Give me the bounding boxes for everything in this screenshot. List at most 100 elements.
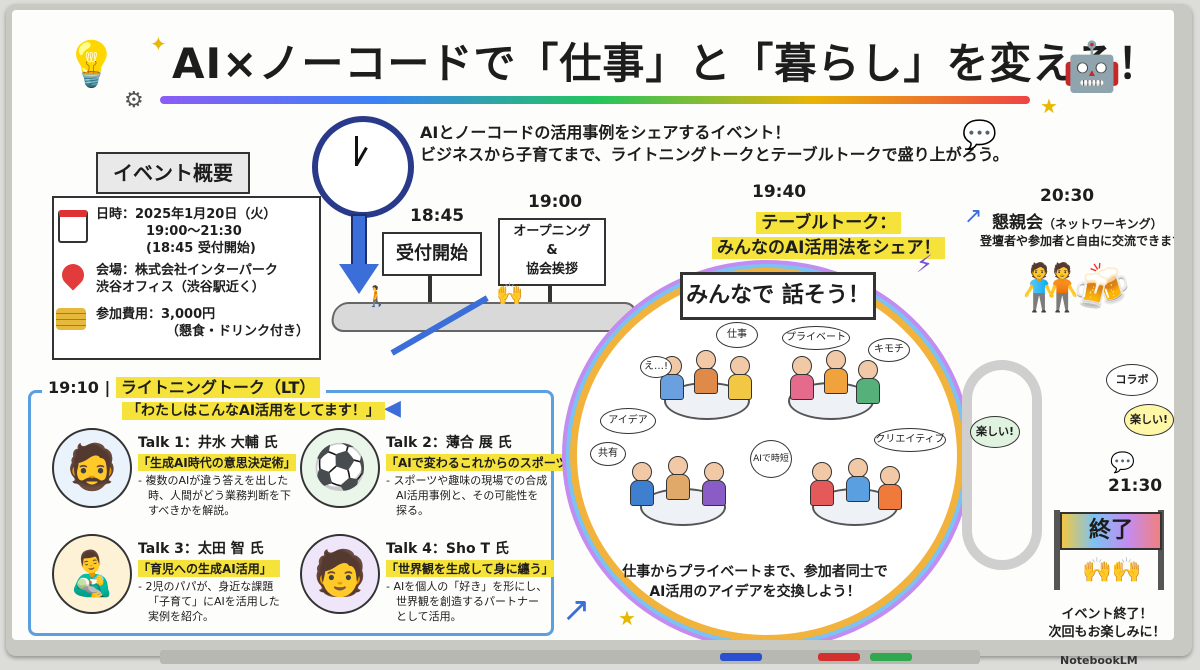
talk-2: Talk 2：薄合 展 氏 「AIで変わるこれからのスポーツ」 - スポーツや趣… (386, 432, 580, 518)
speech-bubble: クリエイティブ (874, 428, 946, 452)
table-talk-time: 19:40 (752, 182, 807, 202)
participant-body (856, 378, 880, 404)
talk-4-speaker: Talk 4：Sho T 氏 (386, 541, 509, 557)
overview-heading: イベント概要 (96, 152, 250, 194)
clock-icon (312, 116, 414, 218)
talk-1-theme: 「生成AI時代の意思決定術」 (138, 454, 296, 471)
participant-head (704, 462, 724, 482)
celebrating-people-icon: 🙌🙌 (1082, 556, 1142, 584)
table-talk-subtitle: みんなのAI活用法をシェア！ (712, 237, 946, 259)
date-info: 日時：2025年1月20日（火） 19:00〜21:30 (18:45 受付開始… (96, 206, 276, 257)
person-walking-icon: 🚶 (364, 284, 389, 308)
networking-time: 20:30 (1040, 186, 1095, 206)
lt-tagline: 「わたしはこんなAI活用をしてます！」 (122, 402, 385, 420)
talk-2-desc: 探る。 (396, 504, 429, 517)
networking-title: 懇親会（ネットワーキング） (992, 208, 1163, 233)
participant-body (666, 474, 690, 500)
networking-people-illustration: 🧑‍🤝‍🧑🍻 (1022, 260, 1131, 314)
finish-gate: 終了 🙌🙌 (1054, 510, 1164, 590)
chat-bubble: 楽しい! (970, 416, 1020, 448)
lt-heading: 19:10 | ライトニングトーク（LT） (42, 374, 327, 398)
green-marker (870, 653, 912, 661)
star-icon: ★ (618, 606, 636, 630)
timeline-road (962, 360, 1042, 570)
talk-2-desc: - スポーツや趣味の現場での合成 (386, 474, 548, 487)
participant-body (630, 480, 654, 506)
description-line-1: AIとノーコードの活用事例をシェアするイベント！ (420, 123, 791, 142)
talk-1-desc: - 複数のAIが違う答えを出した (138, 474, 289, 487)
opening-time: 19:00 (528, 192, 583, 212)
notebooklm-watermark: NotebookLM (1060, 654, 1138, 667)
speaker-4-avatar: 🧑 (300, 534, 380, 614)
talk-1: Talk 1：井水 大輔 氏 「生成AI時代の意思決定術」 - 複数のAIが違う… (138, 432, 296, 518)
opening-label: オープニング (513, 224, 591, 239)
date-line: 日時：2025年1月20日（火） (96, 207, 277, 222)
talk-4-desc: - AIを個人の「好き」を形にし、 (386, 580, 548, 593)
participant-head (632, 462, 652, 482)
speaker-icon: 🧑 (312, 548, 368, 599)
talk-3: Talk 3：太田 智 氏 「育児への生成AI活用」 - 2児のパパが、身近な課… (138, 538, 280, 624)
people-cheering-icon: 🙌 (496, 282, 524, 307)
participant-body (810, 480, 834, 506)
fee-info: 参加費用：3,000円 （懇食・ドリンク付き） (96, 306, 309, 340)
participant-head (730, 356, 750, 376)
talk-3-desc: - 2児のパパが、身近な課題 (138, 580, 274, 593)
talk-1-desc: 時、人間がどう業務判断を下 (148, 489, 291, 502)
red-marker (818, 653, 860, 661)
participant-head (792, 356, 812, 376)
curved-arrow-icon: ↗ (964, 204, 983, 229)
participant-body (790, 374, 814, 400)
talk-2-speaker: Talk 2：薄合 展 氏 (386, 435, 512, 451)
talk-3-desc: 実例を紹介。 (148, 610, 214, 623)
table-talk-caption: 仕事からプライベートまで、参加者同士で AI活用のアイデアを交換しよう！ (610, 562, 900, 602)
talk-1-speaker: Talk 1：井水 大輔 氏 (138, 435, 278, 451)
star-icon: ✦ (150, 32, 167, 56)
lets-talk-banner: みんなで 話そう！ (680, 272, 876, 320)
star-icon: ★ (1040, 94, 1058, 118)
coins-icon (56, 308, 86, 330)
participant-body (824, 368, 848, 394)
talk-3-theme: 「育児への生成AI活用」 (138, 560, 280, 577)
talk-3-desc: 「子育て」にAIを活用した (148, 595, 280, 608)
participant-head (812, 462, 832, 482)
end-message: イベント終了！ 次回もお楽しみに！ (1042, 606, 1172, 640)
participant-body (878, 484, 902, 510)
lightning-icon: ⚡ (916, 250, 933, 278)
lt-tagline-wrap: 「わたしはこんなAI活用をしてます！」 (122, 400, 385, 420)
venue-sub-line: 渋谷オフィス（渋谷駅近く） (96, 280, 265, 295)
networking-description: 登壇者や参加者と自由に交流できます。 (980, 234, 1174, 248)
end-message-line-1: イベント終了！ (1061, 607, 1153, 622)
reception-sign: 受付開始 (382, 232, 482, 276)
speech-bubble: 共有 (590, 442, 626, 466)
speech-bubble: AIで時短 (750, 440, 792, 478)
venue-line: 会場：株式会社インターパーク (96, 263, 278, 278)
chat-bubble: コラボ (1106, 364, 1158, 396)
parent-baby-icon: 👨‍🍼 (64, 548, 120, 599)
participant-body (846, 476, 870, 502)
lt-title: ライトニングトーク（LT） (115, 377, 321, 398)
talk-2-desc: AI活用事例と、その可能性を (396, 489, 539, 502)
marker-tray (160, 650, 980, 664)
participant-head (848, 458, 868, 478)
chat-bubble: 楽しい! (1124, 404, 1174, 436)
speaker-icon: 🧔 (64, 442, 120, 493)
event-description: AIとノーコードの活用事例をシェアするイベント！ ビジネスから子育てまで、ライト… (420, 122, 1009, 166)
participant-head (826, 350, 846, 370)
clock-hand (355, 136, 358, 166)
participant-head (668, 456, 688, 476)
talk-4-theme: 「世界観を生成して身に纏う」 (386, 560, 554, 577)
end-message-line-2: 次回もお楽しみに！ (1048, 625, 1166, 640)
participant-body (660, 374, 684, 400)
venue-info: 会場：株式会社インターパーク 渋谷オフィス（渋谷駅近く） (96, 262, 278, 296)
fee-line: 参加費用：3,000円 (96, 307, 216, 322)
talk-1-desc: すべきかを解説。 (148, 504, 236, 517)
arrow-icon: ↗ (562, 590, 591, 630)
soccer-player-icon: ⚽ (312, 442, 368, 493)
talk-4-desc: 世界観を創造するパートナー (396, 595, 539, 608)
blue-marker (720, 653, 762, 661)
robot-icon: 🤖 (1062, 39, 1122, 95)
networking-label: 懇親会 (992, 213, 1043, 233)
gate-post (1158, 510, 1164, 590)
participant-body (728, 374, 752, 400)
talk-4-desc: として活用。 (396, 610, 462, 623)
